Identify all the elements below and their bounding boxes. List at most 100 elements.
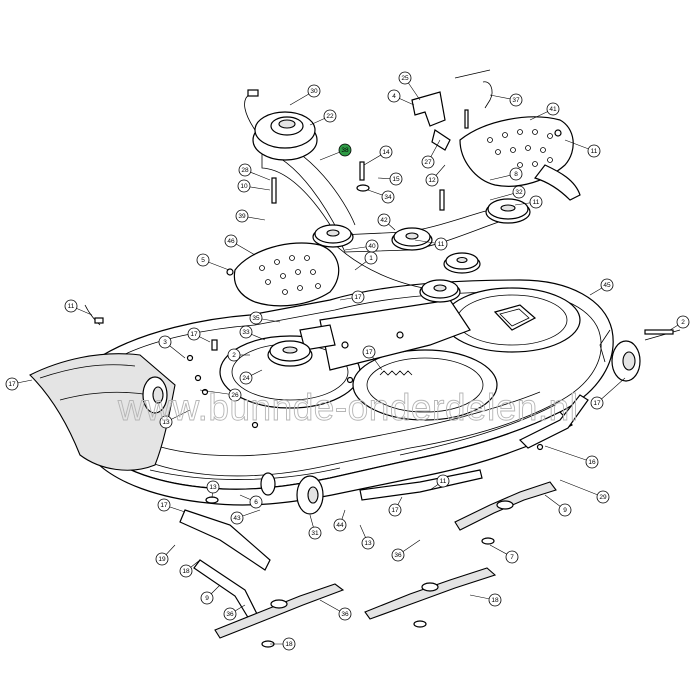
callout-circle [200, 591, 214, 605]
callout-number: 10 [240, 183, 248, 190]
part-callout-12: 12 [425, 173, 439, 187]
part-callout-28: 28 [238, 163, 252, 177]
callout-circle [333, 518, 347, 532]
callout-circle [282, 637, 296, 651]
callout-number: 19 [158, 556, 166, 563]
callout-number: 31 [311, 530, 319, 537]
callout-number: 16 [588, 459, 596, 466]
part-callout-36: 36 [338, 607, 352, 621]
callout-number: 9 [205, 595, 209, 602]
leader-line [559, 479, 604, 498]
callout-circle [158, 335, 172, 349]
part-callout-40: 40 [365, 239, 379, 253]
callout-number: 28 [241, 167, 249, 174]
callout-circle [338, 607, 352, 621]
part-callout-9: 9 [558, 503, 572, 517]
callout-circle [387, 89, 401, 103]
part-callout-46: 46 [224, 234, 238, 248]
callout-number: 17 [354, 294, 362, 301]
callout-circle [676, 315, 690, 329]
callout-circle [391, 548, 405, 562]
part-callout-16: 16 [585, 455, 599, 469]
callout-number: 36 [341, 611, 349, 618]
callout-circle [249, 311, 263, 325]
guard-holes [259, 129, 553, 295]
callout-number: 13 [364, 540, 372, 547]
callout-circle [425, 173, 439, 187]
callout-circle [187, 327, 201, 341]
part-callout-6: 6 [249, 495, 263, 509]
callout-circle [5, 377, 19, 391]
callout-number: 17 [365, 349, 373, 356]
part-callout-18: 18 [488, 593, 502, 607]
part-callout-8: 8 [509, 167, 523, 181]
hardware [84, 109, 674, 648]
part-callout-19: 19 [155, 552, 169, 566]
part-callout-34: 34 [381, 190, 395, 204]
callout-circle [196, 253, 210, 267]
callout-number: 36 [394, 552, 402, 559]
deck-rails [179, 394, 589, 625]
callout-circle [238, 163, 252, 177]
callout-circle [308, 526, 322, 540]
callout-number: 2 [681, 319, 685, 326]
idler-pulleys [267, 198, 531, 367]
part-callout-17: 17 [5, 377, 19, 391]
leader-line [544, 445, 593, 463]
part-callout-22: 22 [323, 109, 337, 123]
part-callout-3: 3 [158, 335, 172, 349]
part-callout-27: 27 [421, 155, 435, 169]
callout-circle [600, 278, 614, 292]
callout-number: 24 [242, 375, 250, 382]
callout-circle [64, 299, 78, 313]
callout-number: 7 [510, 554, 514, 561]
part-callout-42: 42 [377, 213, 391, 227]
part-callout-29: 29 [596, 490, 610, 504]
callout-number: 9 [563, 507, 567, 514]
part-callout-13: 13 [159, 415, 173, 429]
callout-number: 38 [341, 147, 349, 154]
callout-circle [364, 251, 378, 265]
callout-circle [307, 84, 321, 98]
callout-number: 17 [593, 400, 601, 407]
callout-number: 39 [238, 213, 246, 220]
callout-circle [159, 415, 173, 429]
part-callout-13: 13 [361, 536, 375, 550]
part-callout-5: 5 [196, 253, 210, 267]
part-callout-17: 17 [362, 345, 376, 359]
callout-number: 33 [242, 329, 250, 336]
callout-circle [223, 607, 237, 621]
callout-circle [590, 396, 604, 410]
callout-number: 5 [201, 257, 205, 264]
callout-circle [596, 490, 610, 504]
discharge-chute [29, 353, 176, 471]
callout-circle [558, 503, 572, 517]
part-callout-41: 41 [546, 102, 560, 116]
callout-number: 11 [591, 148, 598, 155]
callout-circle [389, 172, 403, 186]
callout-number: 14 [382, 149, 390, 156]
part-callout-36: 36 [223, 607, 237, 621]
part-callout-17: 17 [590, 396, 604, 410]
part-callout-11: 11 [64, 299, 78, 313]
idler-bracket [411, 69, 493, 151]
callout-circle [505, 550, 519, 564]
mower-blades [214, 481, 557, 639]
part-callout-9: 9 [200, 591, 214, 605]
part-callout-26: 26 [228, 388, 242, 402]
callout-circle [224, 234, 238, 248]
callout-number: 32 [515, 189, 523, 196]
callout-circle [179, 564, 193, 578]
part-callout-17: 17 [187, 327, 201, 341]
callout-number: 40 [368, 243, 376, 250]
callout-circle [351, 290, 365, 304]
part-callout-11: 11 [434, 237, 448, 251]
callout-number: 30 [310, 88, 318, 95]
gauge-wheels [142, 329, 681, 515]
callout-circle [239, 371, 253, 385]
tension-spring [379, 370, 413, 376]
callout-circle [155, 552, 169, 566]
callout-number: 15 [392, 176, 400, 183]
part-callout-24: 24 [239, 371, 253, 385]
part-callout-44: 44 [333, 518, 347, 532]
